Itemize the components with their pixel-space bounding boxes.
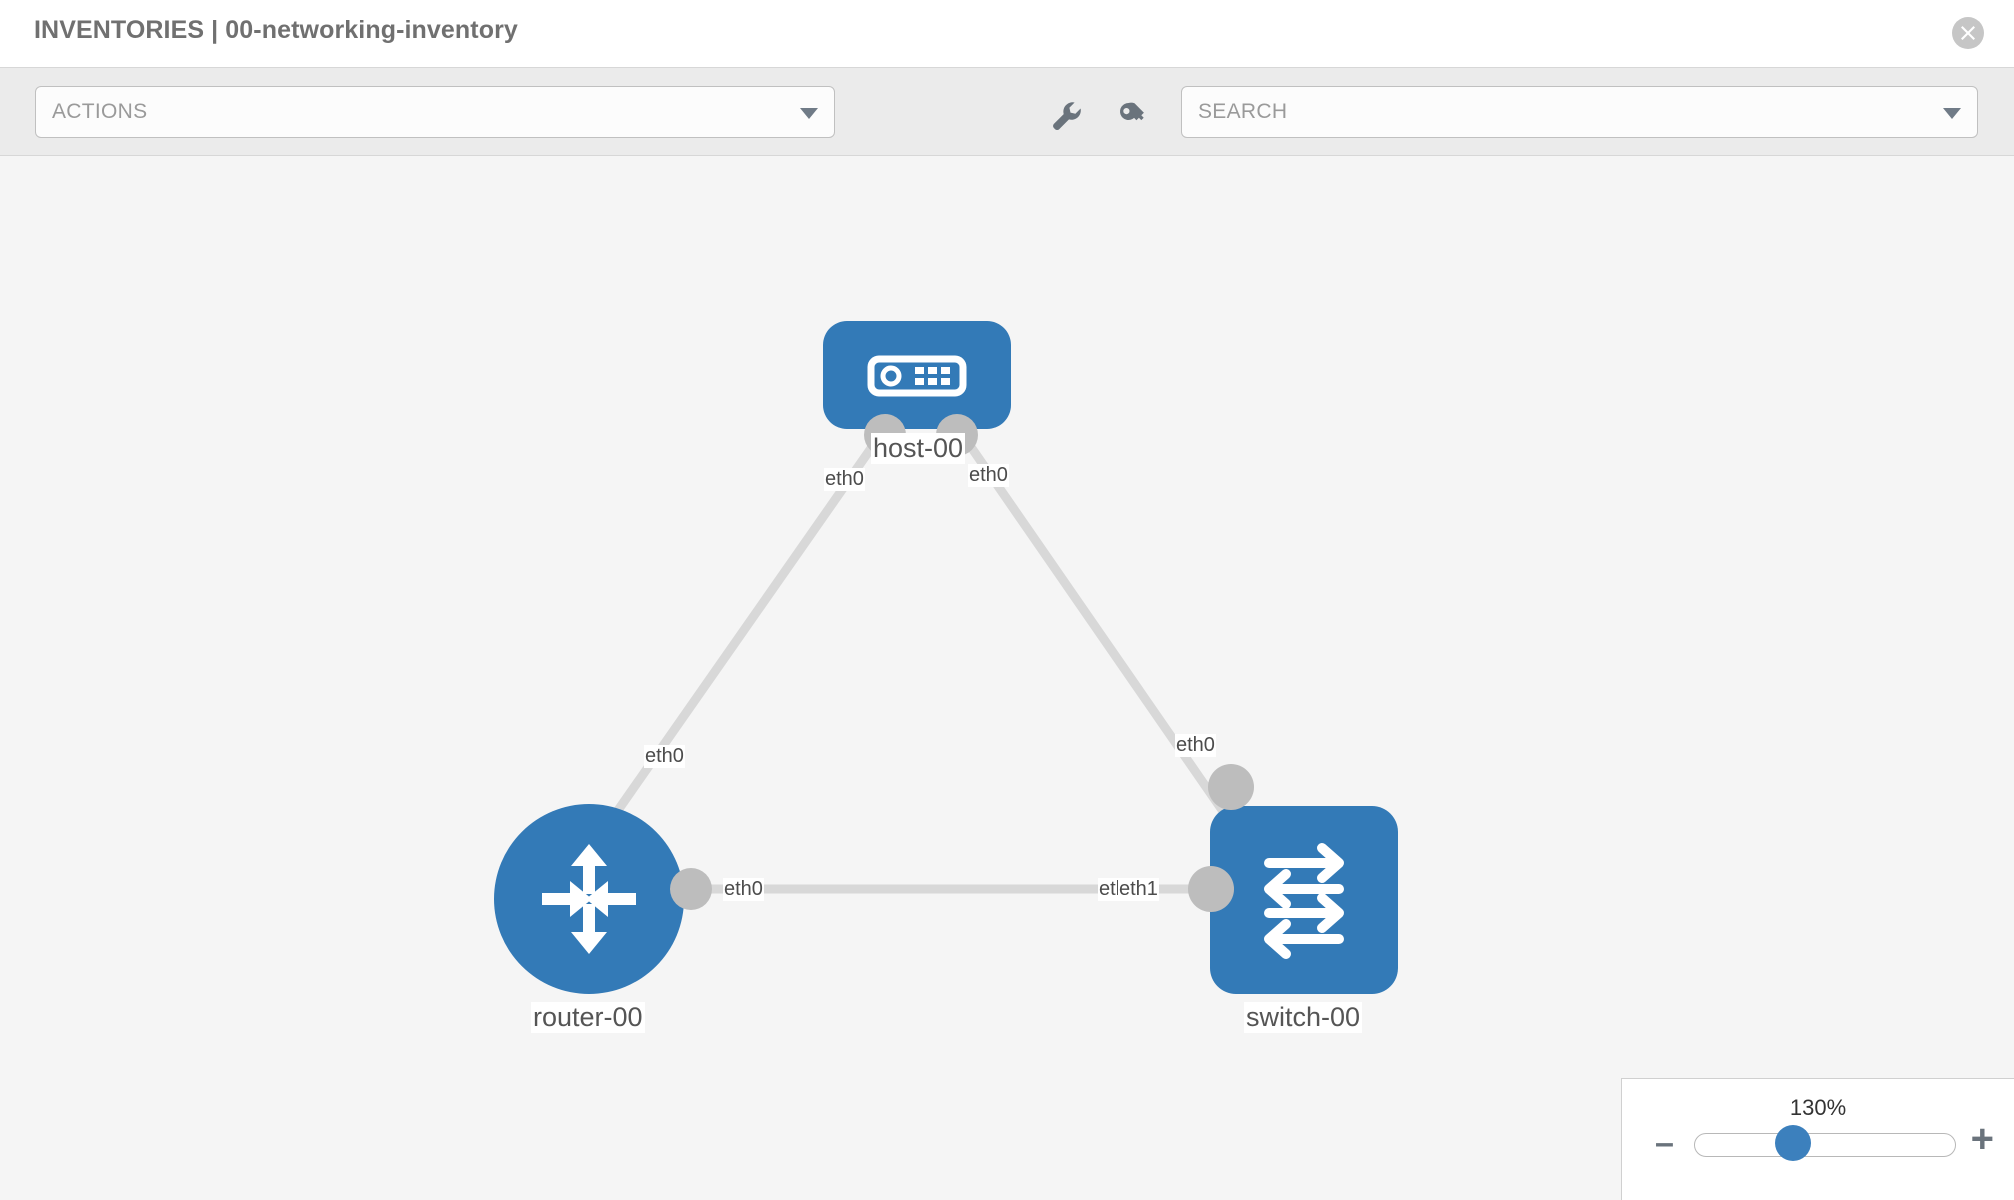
chevron-down-icon [800,108,818,119]
if-label-switch-left-front: eth1 [1118,878,1159,901]
if-label-host-left: eth0 [824,468,865,491]
router-arrows-icon [542,844,636,954]
link-host-switch [957,429,1245,841]
switch-node-shape[interactable] [1210,806,1398,994]
actions-dropdown-label: ACTIONS [52,100,148,123]
server-appliance-icon [867,355,967,397]
if-label-switch-up: eth0 [1175,734,1216,757]
zoom-percent-label: 130% [1789,1095,1847,1120]
node-label-router: router-00 [531,1002,645,1034]
host-node-shape[interactable] [823,321,1011,429]
if-label-host-right: eth0 [968,464,1009,487]
zoom-out-button[interactable]: – [1655,1124,1674,1162]
topology-canvas[interactable]: host-00 [0,156,2014,1200]
search-placeholder-label: SEARCH [1198,100,1288,123]
page-title: INVENTORIES | 00-networking-inventory [34,16,518,44]
chevron-down-icon [1943,108,1961,119]
zoom-slider-track[interactable] [1694,1133,1956,1157]
wrench-icon[interactable] [1046,96,1086,136]
topology-links-layer [595,429,1245,894]
connector-switch-upper [1208,764,1254,810]
node-label-host: host-00 [871,433,966,465]
search-input[interactable]: SEARCH [1181,86,1978,138]
zoom-slider-thumb[interactable] [1775,1125,1811,1161]
toolbar: ACTIONS SEARCH [0,68,2014,156]
zoom-control: 130% – + [1621,1078,2014,1200]
page-header: INVENTORIES | 00-networking-inventory [0,0,2014,68]
connector-switch-left [1188,866,1234,912]
router-node-shape[interactable] [494,804,684,994]
link-host-router [595,429,886,841]
switch-arrows-icon [1264,843,1344,959]
connector-router-right [670,868,712,910]
key-icon[interactable] [1113,96,1153,136]
actions-dropdown[interactable]: ACTIONS [35,86,835,138]
if-label-router-up: eth0 [644,745,685,768]
if-label-router-right: eth0 [723,878,764,901]
node-label-switch: switch-00 [1244,1002,1363,1034]
zoom-in-button[interactable]: + [1970,1117,1994,1161]
close-icon[interactable] [1952,17,1984,49]
